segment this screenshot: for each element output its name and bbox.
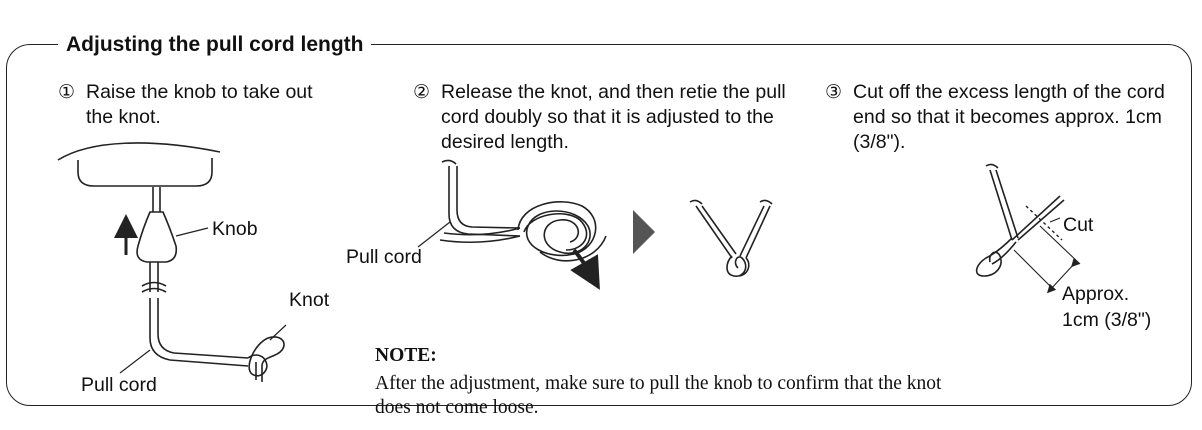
step-2-number: ② bbox=[413, 82, 431, 103]
tied-knot bbox=[726, 255, 750, 277]
label-pull-cord-1: Pull cord bbox=[81, 374, 157, 396]
next-step-triangle bbox=[633, 210, 655, 254]
label-knot: Knot bbox=[289, 289, 330, 311]
step-3-number: ③ bbox=[825, 82, 843, 103]
step-2-text: Release the knot, and then retie the pul… bbox=[441, 81, 786, 153]
dimension-arrow bbox=[1047, 257, 1081, 294]
note-line-1: After the adjustment, make sure to pull … bbox=[375, 373, 942, 394]
instruction-frame bbox=[6, 44, 1192, 406]
label-pull-cord-2: Pull cord bbox=[346, 246, 422, 268]
note-line-2: does not come loose. bbox=[375, 397, 539, 418]
panel-1-illustration bbox=[57, 142, 287, 382]
step-1-text: Raise the knob to take out the knot. bbox=[86, 81, 313, 128]
label-approx-line1: Approx. bbox=[1062, 283, 1130, 305]
cut-knot bbox=[975, 237, 1013, 277]
panel-3-illustration bbox=[975, 163, 1081, 294]
cut-line bbox=[1025, 205, 1063, 241]
step-1-number: ① bbox=[58, 82, 76, 103]
section-title: Adjusting the pull cord length bbox=[58, 32, 372, 58]
switch-housing bbox=[57, 142, 221, 161]
note-box: NOTE: After the adjustment, make sure to… bbox=[375, 344, 1115, 420]
step-3-text: Cut off the excess length of the cord en… bbox=[853, 81, 1165, 153]
note-heading: NOTE: bbox=[375, 345, 437, 366]
label-approx-line2: 1cm (3/8") bbox=[1062, 309, 1152, 331]
label-cut: Cut bbox=[1063, 214, 1094, 236]
knob-shape bbox=[136, 211, 178, 263]
loose-knot bbox=[517, 201, 597, 257]
panel-2-illustration bbox=[417, 159, 773, 290]
pull-arrow-icon bbox=[570, 248, 600, 290]
knot-shape bbox=[247, 336, 285, 377]
label-knob: Knob bbox=[212, 218, 258, 240]
